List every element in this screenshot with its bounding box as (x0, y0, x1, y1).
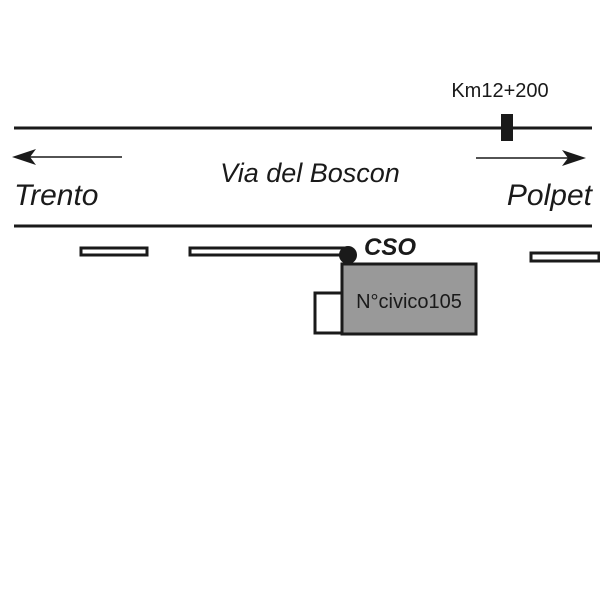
cso-label: CSO (364, 234, 416, 261)
road-name-label: Via del Boscon (220, 158, 400, 188)
milestone-label: Km12+200 (451, 80, 548, 102)
pipe-segment-1 (79, 246, 149, 257)
milestone-marker (501, 114, 513, 141)
building-label: N°civico105 (356, 291, 462, 313)
building-annex (313, 291, 344, 335)
direction-east-label: Polpet (507, 179, 594, 212)
pipe-segment-2 (188, 246, 348, 257)
pipe-segment-3 (529, 251, 600, 263)
building (340, 262, 478, 336)
direction-west-label: Trento (14, 179, 98, 212)
cso-point-icon (339, 246, 357, 264)
arrow-left-icon (12, 149, 122, 165)
arrow-right-icon (476, 150, 586, 166)
